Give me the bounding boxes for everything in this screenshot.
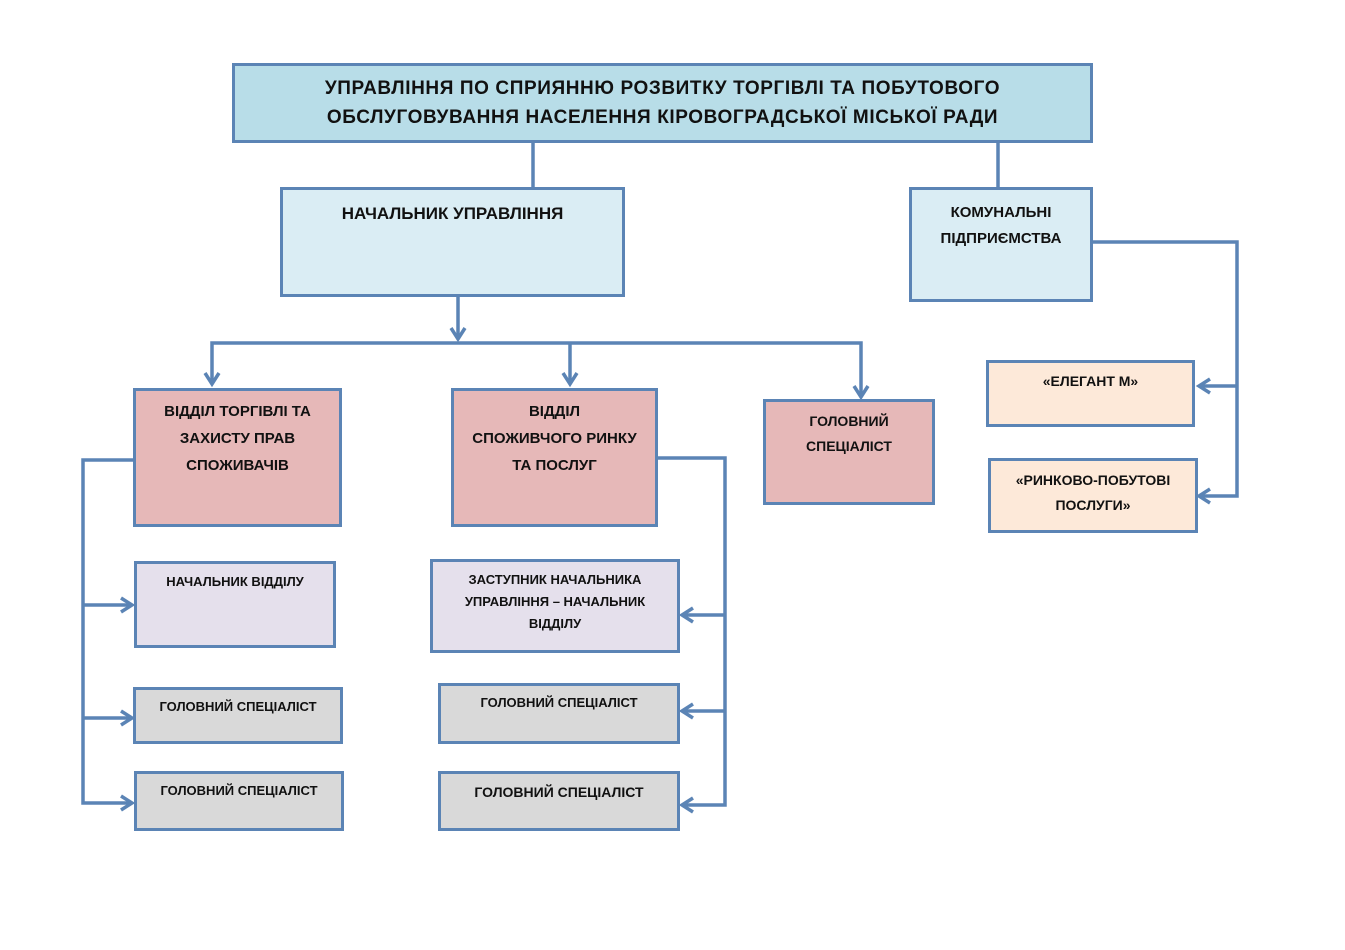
- dept2-line2: СПОЖИВЧОГО РИНКУ: [472, 430, 637, 447]
- arrow-dept1-staff1: [120, 596, 136, 614]
- communal-enterprises-box: КОМУНАЛЬНІ ПІДПРИЄМСТВА: [909, 187, 1093, 302]
- dept2-specialist-label-1: ГОЛОВНИЙ СПЕЦІАЛІСТ: [480, 695, 638, 710]
- connector-communal-enterprises: [1093, 240, 1239, 498]
- connector-bus: [210, 341, 863, 396]
- dept1-line1: ВІДДІЛ ТОРГІВЛІ ТА: [164, 403, 311, 420]
- dept2-head-box: ЗАСТУПНИК НАЧАЛЬНИКА УПРАВЛІННЯ – НАЧАЛЬ…: [430, 559, 680, 653]
- arrow-dept1-staff3: [120, 794, 136, 812]
- arrow-bus-dept2: [561, 372, 579, 388]
- trade-consumer-protection-dept-box: ВІДДІЛ ТОРГІВЛІ ТА ЗАХИСТУ ПРАВ СПОЖИВАЧ…: [133, 388, 342, 527]
- arrow-head-bus: [449, 327, 467, 343]
- enterprise-market-line2: ПОСЛУГИ»: [1055, 497, 1131, 513]
- chief-specialist-box: ГОЛОВНИЙ СПЕЦІАЛІСТ: [763, 399, 935, 505]
- arrow-enterprise2: [1195, 487, 1211, 505]
- dept1-specialist-label-2: ГОЛОВНИЙ СПЕЦІАЛІСТ: [160, 783, 318, 798]
- head-of-office-label: НАЧАЛЬНИК УПРАВЛІННЯ: [341, 204, 564, 223]
- dept1-line2: ЗАХИСТУ ПРАВ: [179, 430, 296, 447]
- arrow-dept2-staff1: [678, 606, 694, 624]
- enterprise-elegant-box: «ЕЛЕГАНТ М»: [986, 360, 1195, 427]
- enterprise-elegant-label: «ЕЛЕГАНТ М»: [1042, 373, 1139, 389]
- dept2-specialist-box-2: ГОЛОВНИЙ СПЕЦІАЛІСТ: [438, 771, 680, 831]
- arrow-dept2-staff3: [678, 796, 694, 814]
- arrow-bus-chief: [852, 385, 870, 401]
- main-office-line2: ОБСЛУГОВУВАННЯ НАСЕЛЕННЯ КІРОВОГРАДСЬКОЇ…: [326, 107, 999, 128]
- connector-dept1-tree: [81, 458, 133, 805]
- arrow-dept2-staff2: [678, 702, 694, 720]
- dept1-line3: СПОЖИВАЧІВ: [186, 457, 289, 474]
- head-of-office-box: НАЧАЛЬНИК УПРАВЛІННЯ: [280, 187, 625, 297]
- dept2-line1: ВІДДІЛ: [528, 403, 581, 420]
- consumer-market-services-dept-box: ВІДДІЛ СПОЖИВЧОГО РИНКУ ТА ПОСЛУГ: [451, 388, 658, 527]
- arrow-enterprise1: [1195, 377, 1211, 395]
- enterprise-market-services-box: «РИНКОВО-ПОБУТОВІ ПОСЛУГИ»: [988, 458, 1198, 533]
- connector-dept2-tree: [658, 456, 727, 807]
- dept1-specialist-box-2: ГОЛОВНИЙ СПЕЦІАЛІСТ: [134, 771, 344, 831]
- arrow-dept1-staff2: [120, 709, 136, 727]
- chief-specialist-line1: ГОЛОВНИЙ: [809, 413, 889, 429]
- enterprise-market-line1: «РИНКОВО-ПОБУТОВІ: [1015, 472, 1171, 488]
- dept2-head-line1: ЗАСТУПНИК НАЧАЛЬНИКА: [468, 572, 642, 587]
- dept2-specialist-label-2: ГОЛОВНИЙ СПЕЦІАЛІСТ: [474, 784, 644, 800]
- dept1-specialist-box-1: ГОЛОВНИЙ СПЕЦІАЛІСТ: [133, 687, 343, 744]
- dept2-specialist-box-1: ГОЛОВНИЙ СПЕЦІАЛІСТ: [438, 683, 680, 744]
- main-office-line1: УПРАВЛІННЯ ПО СПРИЯННЮ РОЗВИТКУ ТОРГІВЛІ…: [324, 78, 1001, 99]
- dept2-line3: ТА ПОСЛУГ: [512, 457, 597, 474]
- arrow-bus-dept1: [203, 372, 221, 388]
- communal-line2: ПІДПРИЄМСТВА: [940, 230, 1062, 247]
- main-office-box: УПРАВЛІННЯ ПО СПРИЯННЮ РОЗВИТКУ ТОРГІВЛІ…: [232, 63, 1093, 143]
- dept2-head-line2: УПРАВЛІННЯ – НАЧАЛЬНИК: [464, 594, 646, 609]
- dept1-specialist-label-1: ГОЛОВНИЙ СПЕЦІАЛІСТ: [159, 699, 317, 714]
- dept1-head-box: НАЧАЛЬНИК ВІДДІЛУ: [134, 561, 336, 648]
- communal-line1: КОМУНАЛЬНІ: [950, 204, 1052, 221]
- dept2-head-line3: ВІДДІЛУ: [528, 616, 582, 631]
- dept1-head-label: НАЧАЛЬНИК ВІДДІЛУ: [166, 574, 304, 589]
- chief-specialist-line2: СПЕЦІАЛІСТ: [806, 438, 892, 454]
